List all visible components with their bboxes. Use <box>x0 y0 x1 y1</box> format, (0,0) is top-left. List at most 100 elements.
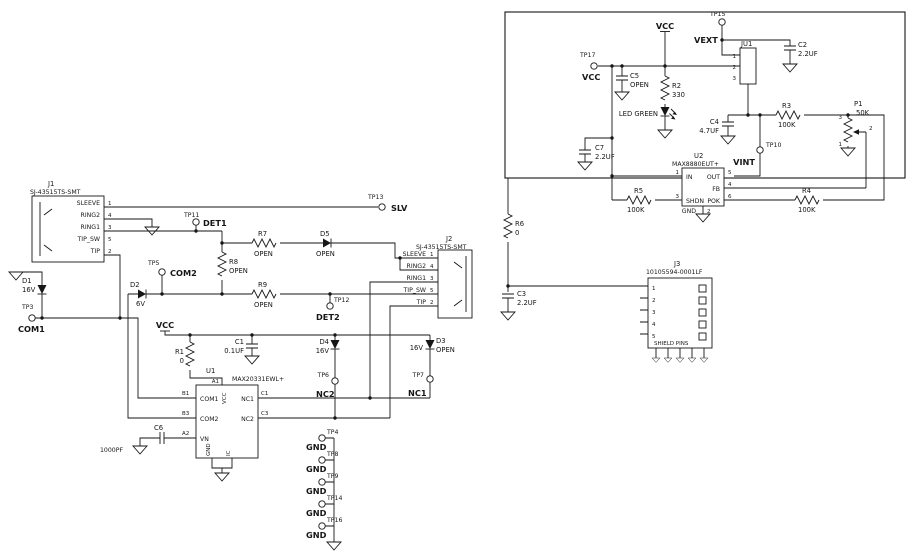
j3-partnumber: 10105594-0001LF <box>646 269 703 276</box>
r9-symbol <box>251 289 277 299</box>
d1-symbol <box>37 284 47 295</box>
tp5-label: TP5 <box>147 260 160 267</box>
d5-value: OPEN <box>316 250 335 258</box>
net-label-slv: SLV <box>391 203 408 213</box>
d5-symbol <box>322 238 332 248</box>
u1-pin-b1-number: B1 <box>182 391 189 397</box>
j2-body <box>437 249 473 319</box>
j3-pin1-number: 1 <box>652 286 656 292</box>
ground-symbol-icon <box>614 91 630 101</box>
j3-pin4-number: 4 <box>652 322 656 328</box>
tp12-label: TP12 <box>333 297 349 304</box>
j1-pin-name-tipsw: TIP_SW <box>77 236 100 243</box>
net-label-com1: COM1 <box>18 324 45 334</box>
tp7-label: TP7 <box>412 372 425 379</box>
r7-refdes: R7 <box>258 230 267 238</box>
c2-refdes: C2 <box>798 41 807 49</box>
ground-symbol-icon <box>657 129 673 139</box>
j3-refdes: J3 <box>673 260 680 268</box>
ground-symbol-icon <box>720 135 736 145</box>
c3-value: 2.2UF <box>517 299 537 307</box>
p1-pin1-number: 1 <box>839 142 843 148</box>
c6-refdes: C6 <box>154 424 163 432</box>
j2-refdes: J2 <box>445 235 452 243</box>
j2-pin-number-tipsw: 5 <box>430 288 434 294</box>
ground-symbol-icon <box>8 271 24 281</box>
r7-value: OPEN <box>254 250 273 258</box>
ju1-refdes: JU1 <box>740 40 752 48</box>
r3-symbol <box>775 110 801 120</box>
ju1-body <box>739 47 757 85</box>
ground-symbol-icon <box>132 445 148 455</box>
tp14-testpoint-circle <box>318 500 326 508</box>
tp16-testpoint-circle <box>318 522 326 530</box>
d4-symbol <box>330 339 340 350</box>
ground-symbol-icon <box>695 213 711 223</box>
tp11-label: TP11 <box>183 212 199 219</box>
ground-symbol-icon <box>782 63 798 73</box>
c6-symbol <box>159 431 165 445</box>
c7-value: 2.2UF <box>595 153 615 161</box>
r2-symbol <box>660 75 670 101</box>
j1-pin-number-sleeve: 1 <box>108 201 112 207</box>
net-label-gnd: GND <box>306 464 327 474</box>
p1-wiper-arrow <box>853 129 859 135</box>
r1-symbol <box>185 341 195 367</box>
net-label-com2: COM2 <box>170 268 197 278</box>
d3-refdes: D3 <box>436 337 446 345</box>
r6-symbol <box>503 213 513 239</box>
j1-pin-name-sleeve: SLEEVE <box>77 200 100 207</box>
tp7-testpoint-circle <box>426 375 434 383</box>
j2-jack-symbol <box>453 256 467 312</box>
c1-value: 0.1UF <box>224 347 244 355</box>
tp6-label: TP6 <box>317 372 330 379</box>
c3-symbol <box>501 293 515 299</box>
ju1-pin1-number: 1 <box>733 54 737 60</box>
u2-pin-shdn-number: 3 <box>676 194 680 200</box>
u2-pin-fb-name: FB <box>712 186 720 193</box>
u1-pin-ic-name: IC <box>226 450 232 456</box>
j1-body <box>31 195 105 263</box>
r1-refdes: R1 <box>175 348 184 356</box>
d2-refdes: D2 <box>130 281 140 289</box>
net-label-vcc-left: VCC <box>156 320 174 330</box>
j1-pin-number-tipsw: 5 <box>108 237 112 243</box>
net-label-vcc-flag: VCC <box>656 21 674 31</box>
j3-pin5-number: 5 <box>652 334 656 340</box>
u1-pin-com2-name: COM2 <box>200 416 219 423</box>
ju1-pin2-number: 2 <box>733 65 737 71</box>
j3-pad-column <box>698 284 707 341</box>
led-arrowhead <box>671 116 676 120</box>
net-label-gnd: GND <box>306 486 327 496</box>
u2-pin-gnd-name: GND <box>682 208 696 215</box>
tp12-testpoint-circle <box>326 302 334 310</box>
u1-pin-c1-number: C1 <box>261 391 268 397</box>
u1-body <box>195 384 259 459</box>
u1-pin-com1-name: COM1 <box>200 396 219 403</box>
j2-pin-name-sleeve: SLEEVE <box>403 251 426 258</box>
j1-pin-number-ring1: 3 <box>108 225 112 231</box>
tp8-testpoint-circle <box>318 456 326 464</box>
j2-partnumber: SJ-43515TS-SMT <box>416 244 467 251</box>
tp16-label: TP16 <box>326 517 342 524</box>
p1-pin2-number: 2 <box>869 126 873 132</box>
p1-pin3-number: 3 <box>839 115 843 121</box>
audio-jack-section: J1 SJ-43515TS-SMT SLEEVE RING2 RING1 TIP… <box>8 180 473 551</box>
r9-refdes: R9 <box>258 281 267 289</box>
p1-value: 50K <box>856 109 870 117</box>
r2-refdes: R2 <box>672 82 681 90</box>
c7-symbol <box>578 149 592 155</box>
r5-value: 100K <box>627 206 645 214</box>
u2-pin-fb-number: 4 <box>728 182 732 188</box>
r5-refdes: R5 <box>634 187 643 195</box>
u2-pin-out-number: 5 <box>728 170 732 176</box>
tp5-testpoint-circle <box>158 268 166 276</box>
d2-symbol <box>137 289 147 299</box>
d4-refdes: D4 <box>319 338 329 346</box>
tp17-label: TP17 <box>579 52 595 59</box>
j2-pin-number-tip: 2 <box>430 300 434 306</box>
c1-symbol <box>245 343 259 349</box>
tp11-testpoint-circle <box>192 218 200 226</box>
p1-refdes: P1 <box>854 100 862 108</box>
u1-pin-gnd-name: GND <box>206 443 212 456</box>
